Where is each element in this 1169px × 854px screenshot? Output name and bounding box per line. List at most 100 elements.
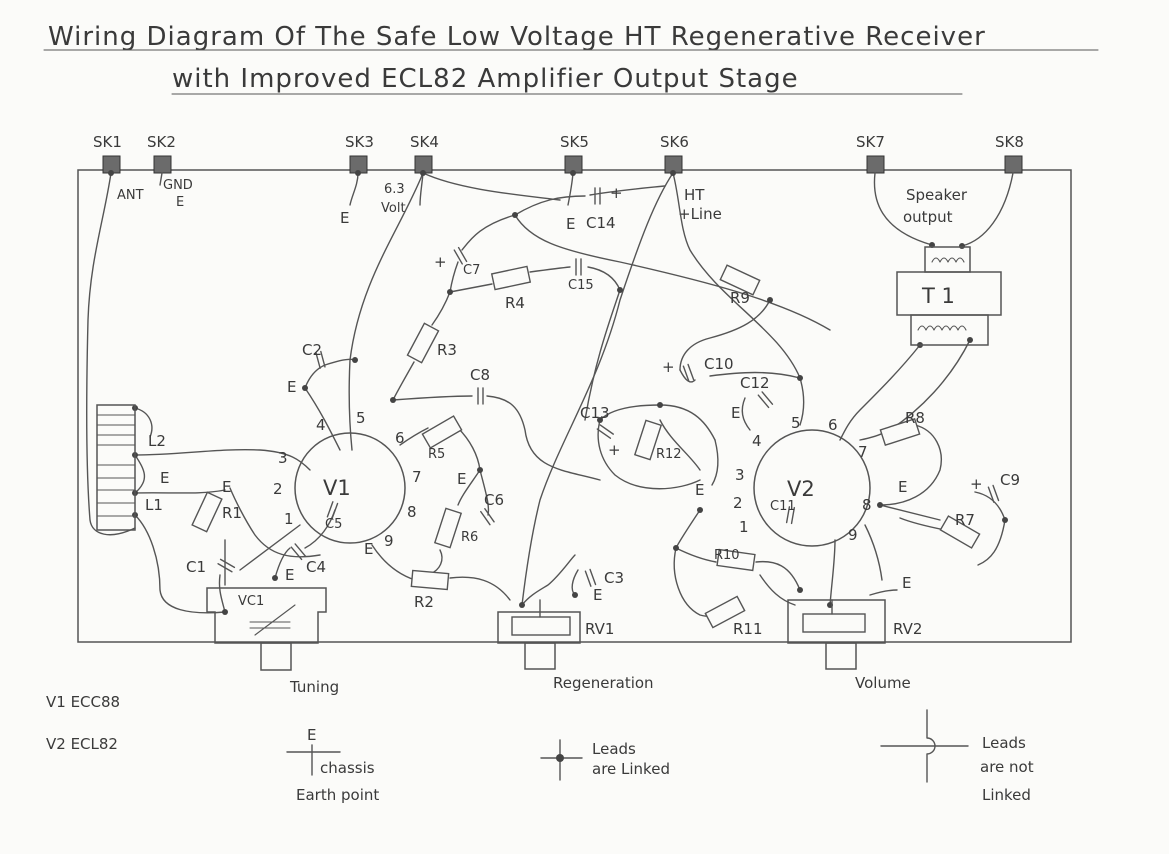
r7-label: R7 (955, 511, 975, 529)
c7-plus: + (434, 253, 447, 271)
t1-label: T 1 (921, 284, 955, 308)
legend-not-a: Leads (982, 734, 1026, 752)
c3-label: C3 (604, 569, 624, 587)
earth-v2-right: E (898, 478, 907, 496)
link-dots (108, 170, 1008, 615)
v2-pin-8: 8 (862, 496, 872, 514)
chassis-outline (77, 169, 1072, 643)
c14-label: C14 (586, 214, 616, 232)
earth-r6: E (457, 470, 466, 488)
v2-pin-2: 2 (733, 494, 743, 512)
c11-label: C11 (770, 499, 796, 514)
socket-row: SK1 SK2 SK3 SK4 SK5 SK6 SK7 SK8 (93, 133, 1024, 174)
vc1-label: VC1 (238, 594, 264, 609)
earth-c2: E (287, 378, 296, 396)
polarity-marks: + + + + + (434, 184, 983, 493)
v1-valve-base (294, 432, 406, 544)
c6-label: C6 (484, 491, 504, 509)
r6-label: R6 (461, 530, 478, 545)
legend-earth-a: chassis (320, 759, 375, 777)
title-line-2: with Improved ECL82 Amplifier Output Sta… (172, 64, 799, 94)
gnd-note: GND (163, 178, 193, 193)
c8-label: C8 (470, 366, 490, 384)
v2-valve-base (753, 429, 871, 547)
c15-label: C15 (568, 278, 594, 293)
rv1-label: RV1 (585, 620, 614, 638)
ht-note-a: HT (684, 186, 705, 204)
transformer-t1 (896, 246, 1002, 346)
earth-rv2: E (902, 574, 911, 592)
legend-linked-a: Leads (592, 740, 636, 758)
tuning-label: Tuning (289, 678, 339, 696)
r9-label: R9 (730, 289, 750, 307)
v2-pin-7: 7 (858, 443, 868, 461)
sk3-earth: E (340, 209, 349, 227)
legend-not-b: are not (980, 758, 1034, 776)
legend: E chassis Earth point Leads are Linked L… (286, 709, 1034, 804)
volt-note-a: 6.3 (384, 182, 405, 197)
resistors (191, 264, 981, 629)
v2-pin-1: 1 (739, 518, 749, 536)
sk1-label: SK1 (93, 133, 122, 151)
v1-label: V1 (323, 476, 351, 500)
r5-label: R5 (428, 447, 445, 462)
c13-plus: + (608, 441, 621, 459)
v1-pin-7: 7 (412, 468, 422, 486)
c4-label: C4 (306, 558, 326, 576)
v1-pin-1: 1 (284, 510, 294, 528)
wiring (85, 172, 1014, 618)
r2-label: R2 (414, 593, 434, 611)
v2-pin-5: 5 (791, 414, 801, 432)
c13-label: C13 (580, 404, 610, 422)
v1-pin-2: 2 (273, 480, 283, 498)
v1-pin-6: 6 (395, 429, 405, 447)
earth-c12: E (731, 404, 740, 422)
r11-label: R11 (733, 620, 763, 638)
r3-label: R3 (437, 341, 457, 359)
earth-r1: E (222, 478, 231, 496)
c12-label: C12 (740, 374, 770, 392)
r8-label: R8 (905, 409, 925, 427)
v2-type: V2 ECL82 (46, 735, 118, 753)
v2-label: V2 (787, 477, 815, 501)
v1-pin-5: 5 (356, 409, 366, 427)
speaker-note-b: output (903, 208, 953, 226)
v2-pin-numbers: 1 2 3 4 5 6 7 8 9 (733, 414, 872, 544)
v1-pin-8: 8 (407, 503, 417, 521)
sk6-label: SK6 (660, 133, 689, 151)
c14-plus: + (610, 184, 623, 202)
rv2-potentiometer (787, 599, 886, 670)
legend-not-c: Linked (982, 786, 1031, 804)
rv2-label: RV2 (893, 620, 922, 638)
r10-label: R10 (714, 548, 740, 563)
v2-pin-9: 9 (848, 526, 858, 544)
capacitors (217, 187, 1000, 587)
earth-c3: E (593, 586, 602, 604)
earth-c4: E (285, 566, 294, 584)
legend-earth-b: Earth point (296, 786, 379, 804)
speaker-note-a: Speaker (906, 186, 968, 204)
l2-label: L2 (148, 432, 166, 450)
earth-marks: E E E E E E E E E E E (222, 215, 911, 604)
v1-pin-3: 3 (278, 449, 288, 467)
sk8-label: SK8 (995, 133, 1024, 151)
r4-label: R4 (505, 294, 525, 312)
v2-pin-4: 4 (752, 432, 762, 450)
sk5-label: SK5 (560, 133, 589, 151)
v2-pin-3: 3 (735, 466, 745, 484)
v1-pin-numbers: 1 2 3 4 5 6 7 8 9 (273, 409, 422, 550)
title-line-1: Wiring Diagram Of The Safe Low Voltage H… (48, 22, 986, 52)
sk7-socket (866, 155, 885, 174)
rv1-potentiometer (497, 599, 581, 670)
sk4-label: SK4 (410, 133, 439, 151)
r12-label: R12 (656, 447, 682, 462)
coil-earth: E (160, 469, 169, 487)
l1-label: L1 (145, 496, 163, 514)
sk7-label: SK7 (856, 133, 885, 151)
c10-label: C10 (704, 355, 734, 373)
sk8-socket (1004, 155, 1023, 174)
v1-pin-4: 4 (316, 416, 326, 434)
gnd-e-note: E (176, 195, 184, 210)
